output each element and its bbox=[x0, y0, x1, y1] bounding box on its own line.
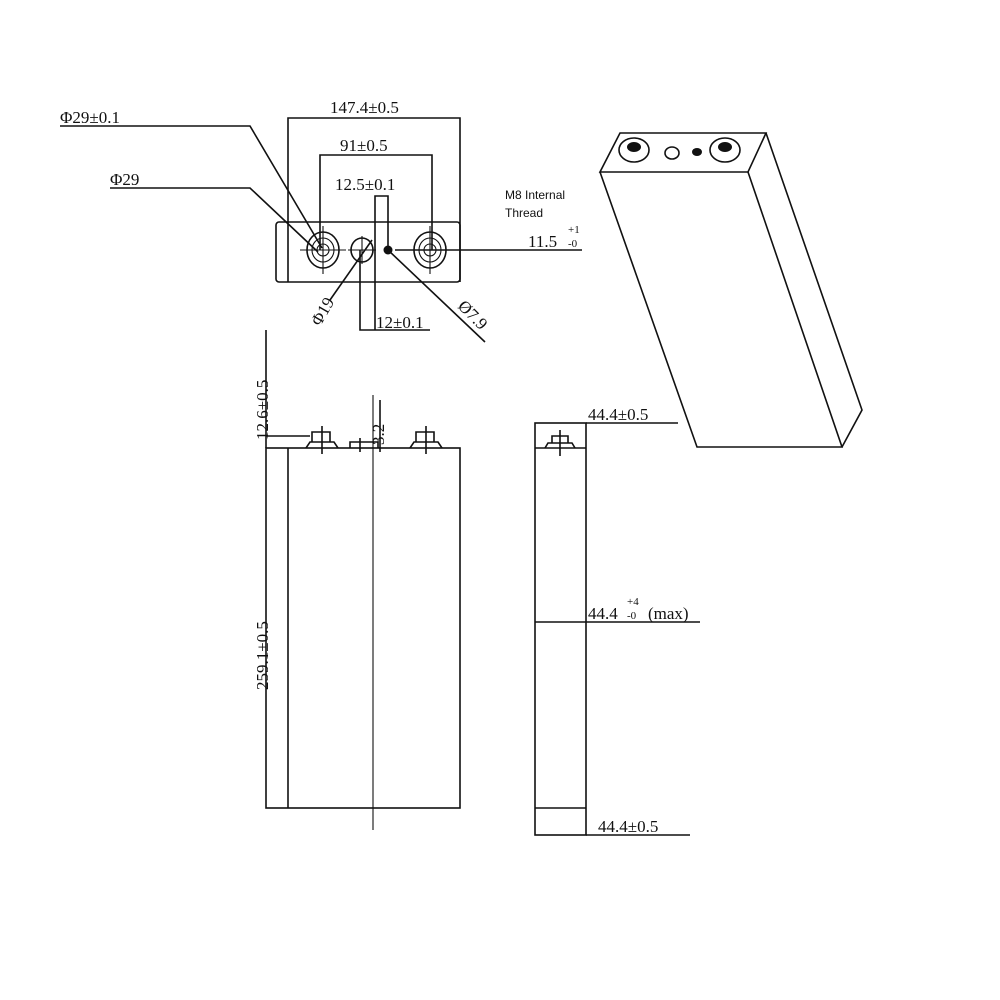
iso-terminal-right-icon bbox=[709, 137, 741, 163]
terminal-height-label: 12.6±0.5 bbox=[253, 380, 272, 440]
side-terminal-icon bbox=[544, 430, 576, 456]
front-terminal-right-icon bbox=[409, 426, 443, 454]
terminal-leader bbox=[110, 187, 319, 253]
top-body-outline bbox=[275, 221, 461, 283]
iso-vent-icon bbox=[664, 146, 680, 160]
front-terminal-left-icon bbox=[305, 426, 339, 454]
side-section-lines bbox=[535, 447, 586, 809]
front-view: 12.6±0.5 3.2 259.1±0.5 bbox=[253, 330, 461, 830]
bottom-thickness-label: 44.4±0.5 bbox=[598, 817, 658, 836]
vent-icon bbox=[348, 236, 376, 264]
thread-depth-lower: -0 bbox=[568, 238, 578, 250]
mid-thickness-lower: -0 bbox=[627, 610, 637, 622]
side-view: 44.4±0.5 44.4 +4 -0 (max) 44.4±0.5 bbox=[534, 405, 700, 836]
iso-body bbox=[599, 132, 863, 448]
thread-label-line2: Thread bbox=[505, 206, 543, 220]
front-body-outline bbox=[265, 447, 461, 809]
hole-offset-dimension bbox=[374, 195, 389, 330]
front-vent-icon bbox=[349, 438, 379, 452]
body-height-label: 259.1±0.5 bbox=[253, 621, 272, 690]
terminal-spacing-label: 91±0.5 bbox=[340, 136, 388, 155]
mid-thickness-label: 44.4 bbox=[588, 604, 618, 623]
vent-leader bbox=[329, 239, 373, 301]
iso-top-face bbox=[598, 132, 768, 173]
thread-depth-upper: +1 bbox=[568, 224, 580, 236]
top-thickness-label: 44.4±0.5 bbox=[588, 405, 648, 424]
vent-offset-label: 12±0.1 bbox=[376, 313, 424, 332]
vent-offset-dimension bbox=[359, 250, 430, 331]
hole-offset-label: 12.5±0.1 bbox=[335, 175, 395, 194]
terminal-height-dimension bbox=[265, 330, 310, 448]
iso-hole-icon bbox=[692, 148, 702, 156]
iso-terminal-left-icon bbox=[618, 137, 650, 163]
isometric-view bbox=[598, 132, 863, 448]
thread-label-line1: M8 Internal bbox=[505, 188, 565, 202]
mid-thickness-upper: +4 bbox=[627, 596, 639, 608]
small-height-label: 3.2 bbox=[369, 424, 388, 445]
overall-width-label: 147.4±0.5 bbox=[330, 98, 399, 117]
width-dimension-frame bbox=[287, 117, 461, 282]
vent-diameter-label: Φ19 bbox=[307, 294, 338, 329]
side-body-outline bbox=[534, 422, 587, 836]
spacing-dimension bbox=[319, 154, 433, 250]
hole-diameter-label: Ø7.9 bbox=[454, 296, 491, 333]
thread-depth-label: 11.5 bbox=[528, 232, 557, 251]
terminal-diameter-tol-label: Φ29±0.1 bbox=[60, 108, 120, 127]
terminal-tol-leader bbox=[60, 125, 323, 249]
top-view: Φ29±0.1 Φ29 147.4±0.5 91±0.5 12.5±0.1 M8… bbox=[60, 98, 582, 343]
mid-thickness-suffix: (max) bbox=[648, 604, 689, 623]
hole-leader bbox=[387, 249, 486, 343]
terminal-left-icon bbox=[300, 226, 346, 274]
terminal-diameter-label: Φ29 bbox=[110, 170, 139, 189]
